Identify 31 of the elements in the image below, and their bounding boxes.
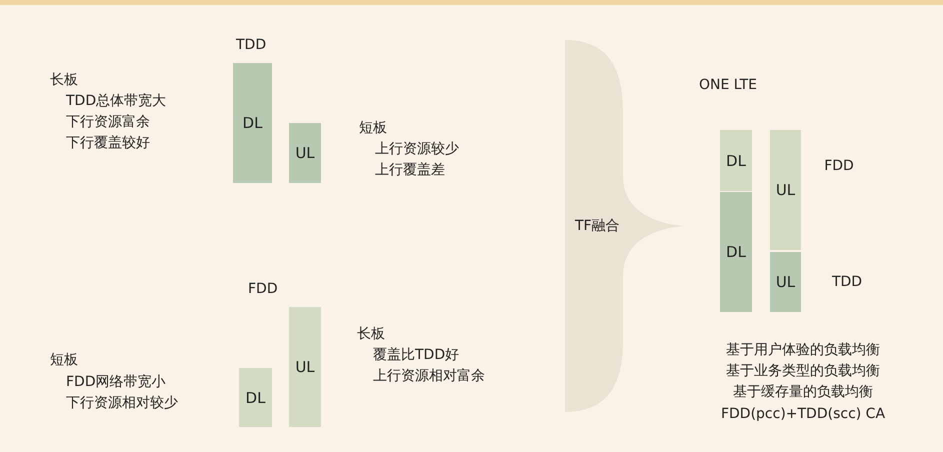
brace-label: TF融合 [575, 217, 620, 235]
bar-segment: DL [233, 63, 272, 183]
row-label: FDD [824, 157, 854, 175]
row-label: TDD [832, 273, 862, 291]
list-item: 上行资源相对富余 [373, 367, 485, 385]
heading: 短板 [359, 119, 387, 137]
list-item: FDD网络带宽小 [66, 373, 166, 391]
note-text: 基于用户体验的负载均衡 [726, 341, 880, 359]
list-item: 上行资源较少 [375, 140, 459, 158]
list-item: TDD总体带宽大 [66, 92, 166, 110]
list-item: 覆盖比TDD好 [373, 346, 460, 364]
column-heading: TDD [236, 36, 266, 54]
bar-segment: DL [720, 192, 752, 312]
bar-segment: UL [289, 307, 321, 427]
list-item: 上行覆盖差 [375, 161, 445, 179]
list-item: 下行资源相对较少 [66, 394, 178, 412]
heading: 长板 [50, 71, 78, 89]
heading: 短板 [50, 351, 78, 369]
bar-segment: UL [770, 130, 801, 250]
list-item: 下行覆盖较好 [66, 134, 150, 152]
bar-segment: UL [770, 252, 801, 312]
column-heading: ONE LTE [698, 76, 758, 94]
note-text: 基于缓存量的负载均衡 [733, 383, 873, 401]
note-text: FDD(pcc)+TDD(scc) CA [720, 405, 886, 423]
bar-segment: DL [239, 368, 272, 427]
bar-segment: DL [720, 130, 752, 191]
column-heading: FDD [248, 280, 278, 298]
heading: 长板 [357, 325, 385, 343]
bar-segment: UL [289, 123, 321, 183]
note-text: 基于业务类型的负载均衡 [726, 362, 880, 380]
list-item: 下行资源富余 [66, 113, 150, 131]
